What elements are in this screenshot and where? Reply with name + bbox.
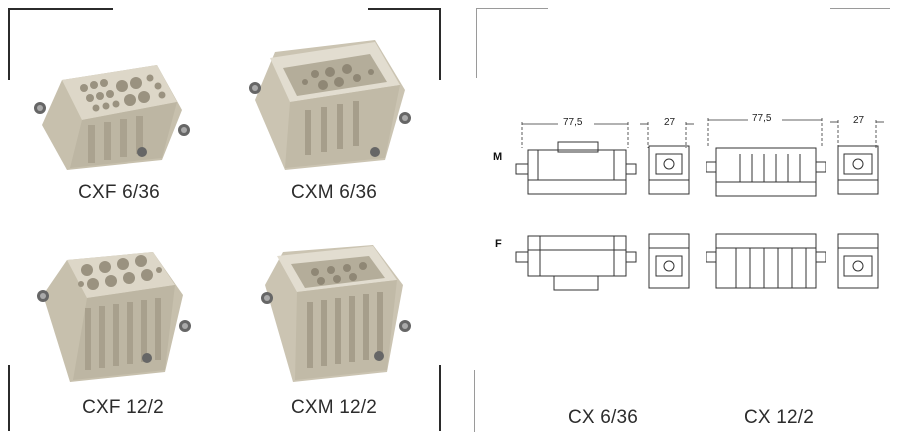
product-image-cxm-12-2: [261, 245, 411, 382]
frame-top-left: [8, 8, 113, 10]
frame-left-top: [8, 8, 10, 80]
product-image-cxf-12-2: [37, 252, 191, 382]
product-caption-cxm-6-36: CXM 6/36: [290, 182, 378, 203]
row-label-male: M: [493, 151, 503, 163]
product-caption-cxf-6-36: CXF 6/36: [78, 182, 160, 203]
drawing-male-cx-6-36-end: [648, 145, 690, 195]
row-label-female: F: [495, 238, 502, 250]
frame-drawings-left-top: [476, 8, 477, 78]
drawing-caption-cx-12-2: CX 12/2: [743, 407, 815, 428]
dimension-length-cx-12-2: 77,5: [752, 113, 772, 124]
drawing-male-cx-12-2-end: [837, 145, 879, 195]
drawing-caption-cx-6-36: CX 6/36: [567, 407, 639, 428]
dimension-length-cx-6-36: 77,5: [563, 117, 583, 128]
frame-right-bottom: [439, 365, 441, 431]
frame-drawings-left-bottom: [474, 370, 475, 432]
product-image-cxm-6-36: [249, 40, 411, 170]
frame-drawings-top-right: [830, 8, 890, 9]
dimension-width-cx-12-2: 27: [853, 115, 865, 126]
product-caption-cxf-12-2: CXF 12/2: [82, 397, 164, 418]
product-caption-cxm-12-2: CXM 12/2: [290, 397, 378, 418]
product-image-cxf-6-36: [34, 65, 190, 170]
dimension-width-cx-6-36: 27: [664, 117, 676, 128]
frame-top-right: [368, 8, 440, 10]
drawing-male-cx-12-2-side: [706, 147, 826, 197]
drawing-female-cx-6-36-side: [515, 235, 637, 291]
dimension-lines: [521, 118, 884, 148]
frame-right-top: [439, 8, 441, 80]
frame-left-bottom: [8, 365, 10, 431]
frame-drawings-top-left: [476, 8, 548, 9]
drawing-female-cx-6-36-end: [648, 233, 690, 289]
drawing-female-cx-12-2-end: [837, 233, 879, 289]
drawing-female-cx-12-2-side: [706, 233, 826, 289]
drawing-male-cx-6-36-side: [515, 141, 637, 195]
